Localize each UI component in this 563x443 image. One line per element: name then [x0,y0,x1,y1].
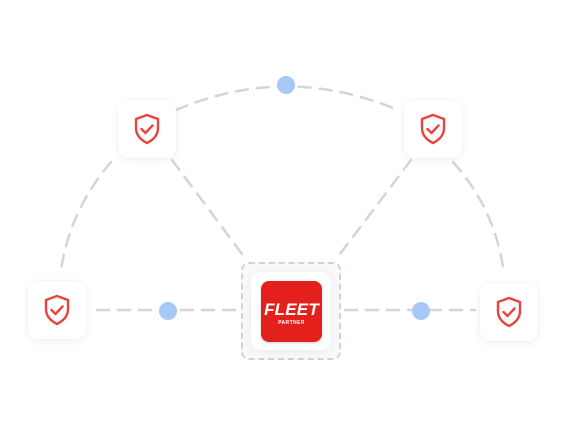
connector-dot-top [277,76,295,94]
left-arc-connector [59,160,113,272]
connector-dot-right [412,302,430,320]
node-top-left [118,100,176,158]
node-mid-right [480,283,538,341]
shield-check-icon [496,296,522,328]
top-left-to-center-connector [170,158,247,260]
logo-sub-text: PARTNER [278,319,305,326]
shield-check-icon [420,113,446,145]
logo-main-text: FLEET [264,299,319,319]
shield-check-icon [134,113,160,145]
top-right-to-center-connector [335,158,413,260]
right-arc-connector [451,160,506,276]
connector-dot-left [159,302,177,320]
fleet-partner-logo: FLEET PARTNER [261,281,322,342]
node-mid-left [28,281,86,339]
shield-check-icon [44,294,70,326]
node-top-right [404,100,462,158]
